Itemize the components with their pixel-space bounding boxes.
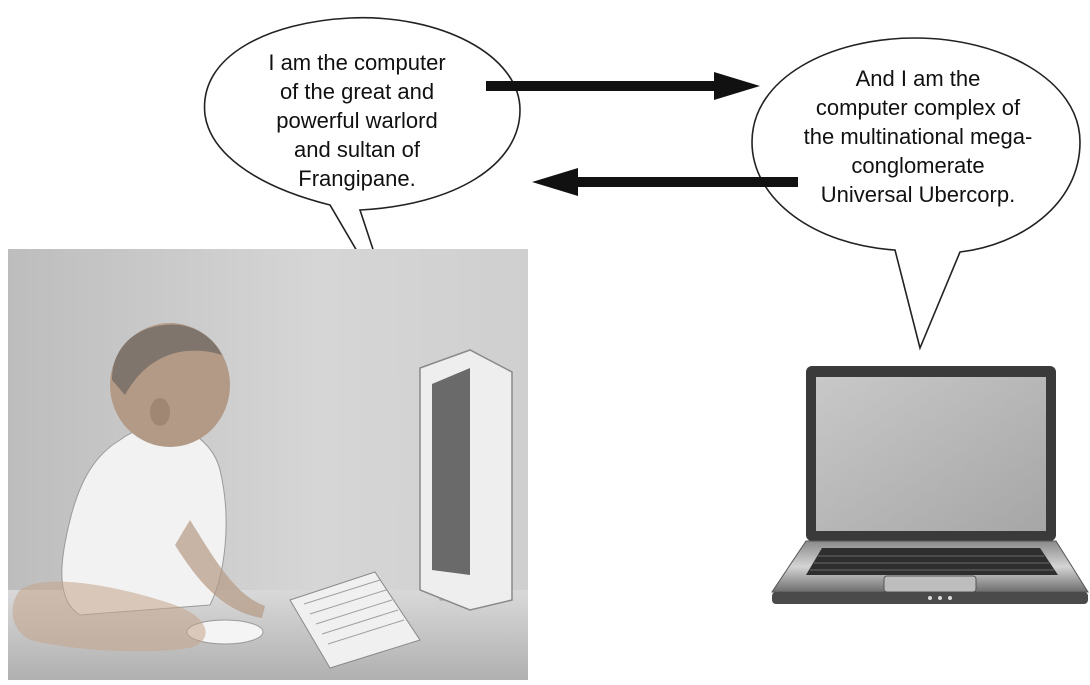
laptop-image [771,366,1089,604]
baby-computer-photo [8,249,528,680]
arrow-left [532,168,798,196]
speech-bubble-left [203,16,521,317]
arrow-right [486,72,760,100]
bubble-left-text: I am the computer of the great and power… [268,50,446,191]
speech-bubble-right [751,37,1081,351]
bubble-right-text: And I am the computer complex of the mul… [803,66,1033,207]
